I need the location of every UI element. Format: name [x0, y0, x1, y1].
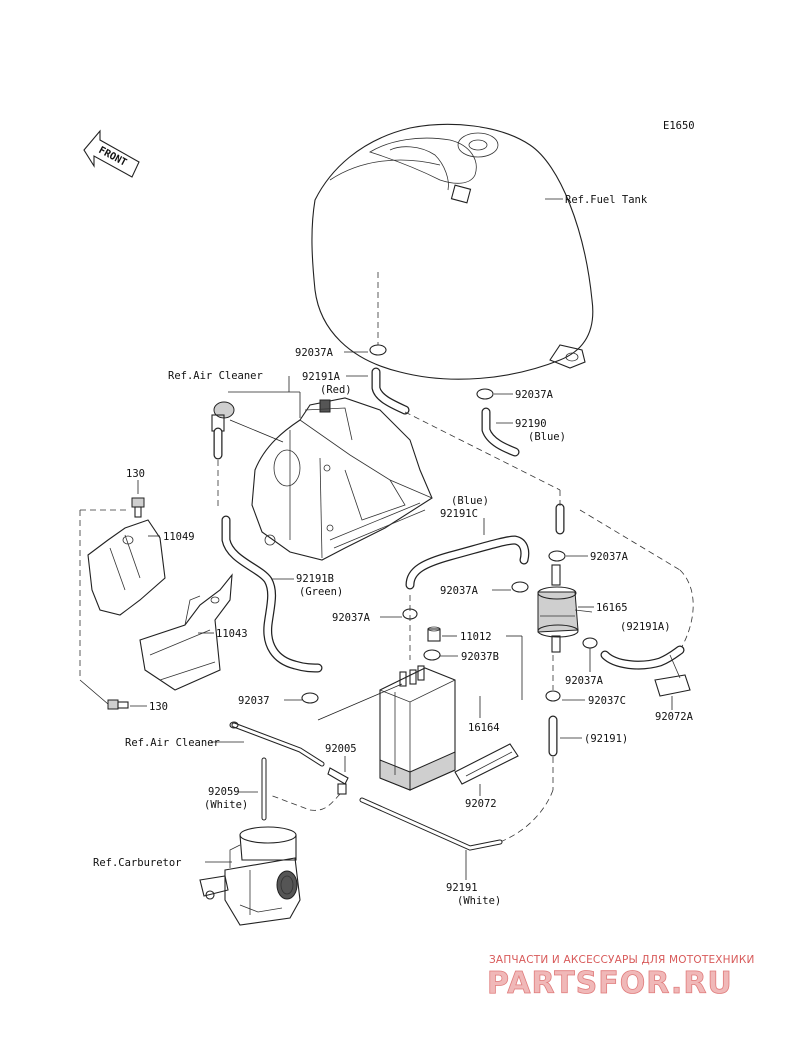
label-92037A-canister-left: 92037A: [332, 612, 371, 624]
label-92072: 92072: [465, 798, 497, 810]
label-red: (Red): [320, 384, 352, 396]
cap-11012: [427, 626, 441, 642]
label-16164: 16164: [468, 722, 500, 734]
strap-92072A: [654, 654, 691, 697]
label-92037B: 92037B: [461, 651, 499, 663]
label-16165: 16165: [596, 602, 628, 614]
label-white-2: (White): [457, 895, 501, 907]
label-92191A-paren: (92191A): [620, 621, 671, 633]
label-92037C: 92037C: [588, 695, 626, 707]
carburetor: [199, 826, 301, 926]
watermark: ЗАПЧАСТИ И АКСЕССУАРЫ ДЛЯ МОТОТЕХНИКИ PA…: [487, 954, 755, 1001]
breather-fitting: [211, 401, 284, 443]
label-92037A-mid: 92037A: [440, 585, 479, 597]
watermark-subtitle: ЗАПЧАСТИ И АКСЕССУАРЫ ДЛЯ МОТОТЕХНИКИ: [489, 954, 755, 966]
label-92191B: 92191B: [296, 573, 334, 585]
label-ref-air-cleaner-top: Ref.Air Cleaner: [168, 370, 263, 382]
label-white-1: (White): [204, 799, 248, 811]
label-92072A: 92072A: [655, 711, 694, 723]
label-ref-carburetor: Ref.Carburetor: [93, 857, 182, 869]
label-92005: 92005: [325, 743, 357, 755]
fuel-tank: [311, 123, 594, 380]
label-92037A-valve: 92037A: [565, 675, 604, 687]
label-92191C: 92191C: [440, 508, 478, 520]
label-blue-2: (Blue): [451, 495, 489, 507]
label-11012: 11012: [460, 631, 492, 643]
fitting-92005: [327, 767, 349, 795]
label-130-bottom: 130: [149, 701, 168, 713]
label-11049: 11049: [163, 531, 195, 543]
label-ref-air-cleaner-bottom: Ref.Air Cleaner: [125, 737, 220, 749]
front-arrow-icon: FRONT: [83, 129, 140, 178]
label-92037A-top: 92037A: [295, 347, 334, 359]
label-green: (Green): [299, 586, 343, 598]
label-92191: 92191: [446, 882, 478, 894]
watermark-brand: PARTSFOR.RU: [487, 966, 733, 1001]
canister-16164: [379, 665, 456, 791]
bracket-11043: [139, 573, 233, 691]
label-130-top: 130: [126, 468, 145, 480]
label-92037: 92037: [238, 695, 270, 707]
bolt-130-bottom: [107, 699, 129, 710]
label-92037A-canister: 92037A: [590, 551, 629, 563]
label-92191-paren: (92191): [584, 733, 628, 745]
strap-92072: [454, 743, 519, 785]
diagram-code: E1650: [663, 120, 695, 132]
label-92190: 92190: [515, 418, 547, 430]
valve-16165: [537, 564, 593, 653]
bracket-11049: [87, 519, 166, 616]
label-ref-fuel-tank: Ref.Fuel Tank: [565, 194, 648, 206]
label-92191A: 92191A: [302, 371, 341, 383]
front-label: FRONT: [97, 145, 129, 169]
air-cleaner-housing: [251, 397, 433, 561]
label-blue-1: (Blue): [528, 431, 566, 443]
label-92059: 92059: [208, 786, 240, 798]
bolt-130-top: [131, 497, 145, 518]
label-92037A-right: 92037A: [515, 389, 554, 401]
label-11043: 11043: [216, 628, 248, 640]
